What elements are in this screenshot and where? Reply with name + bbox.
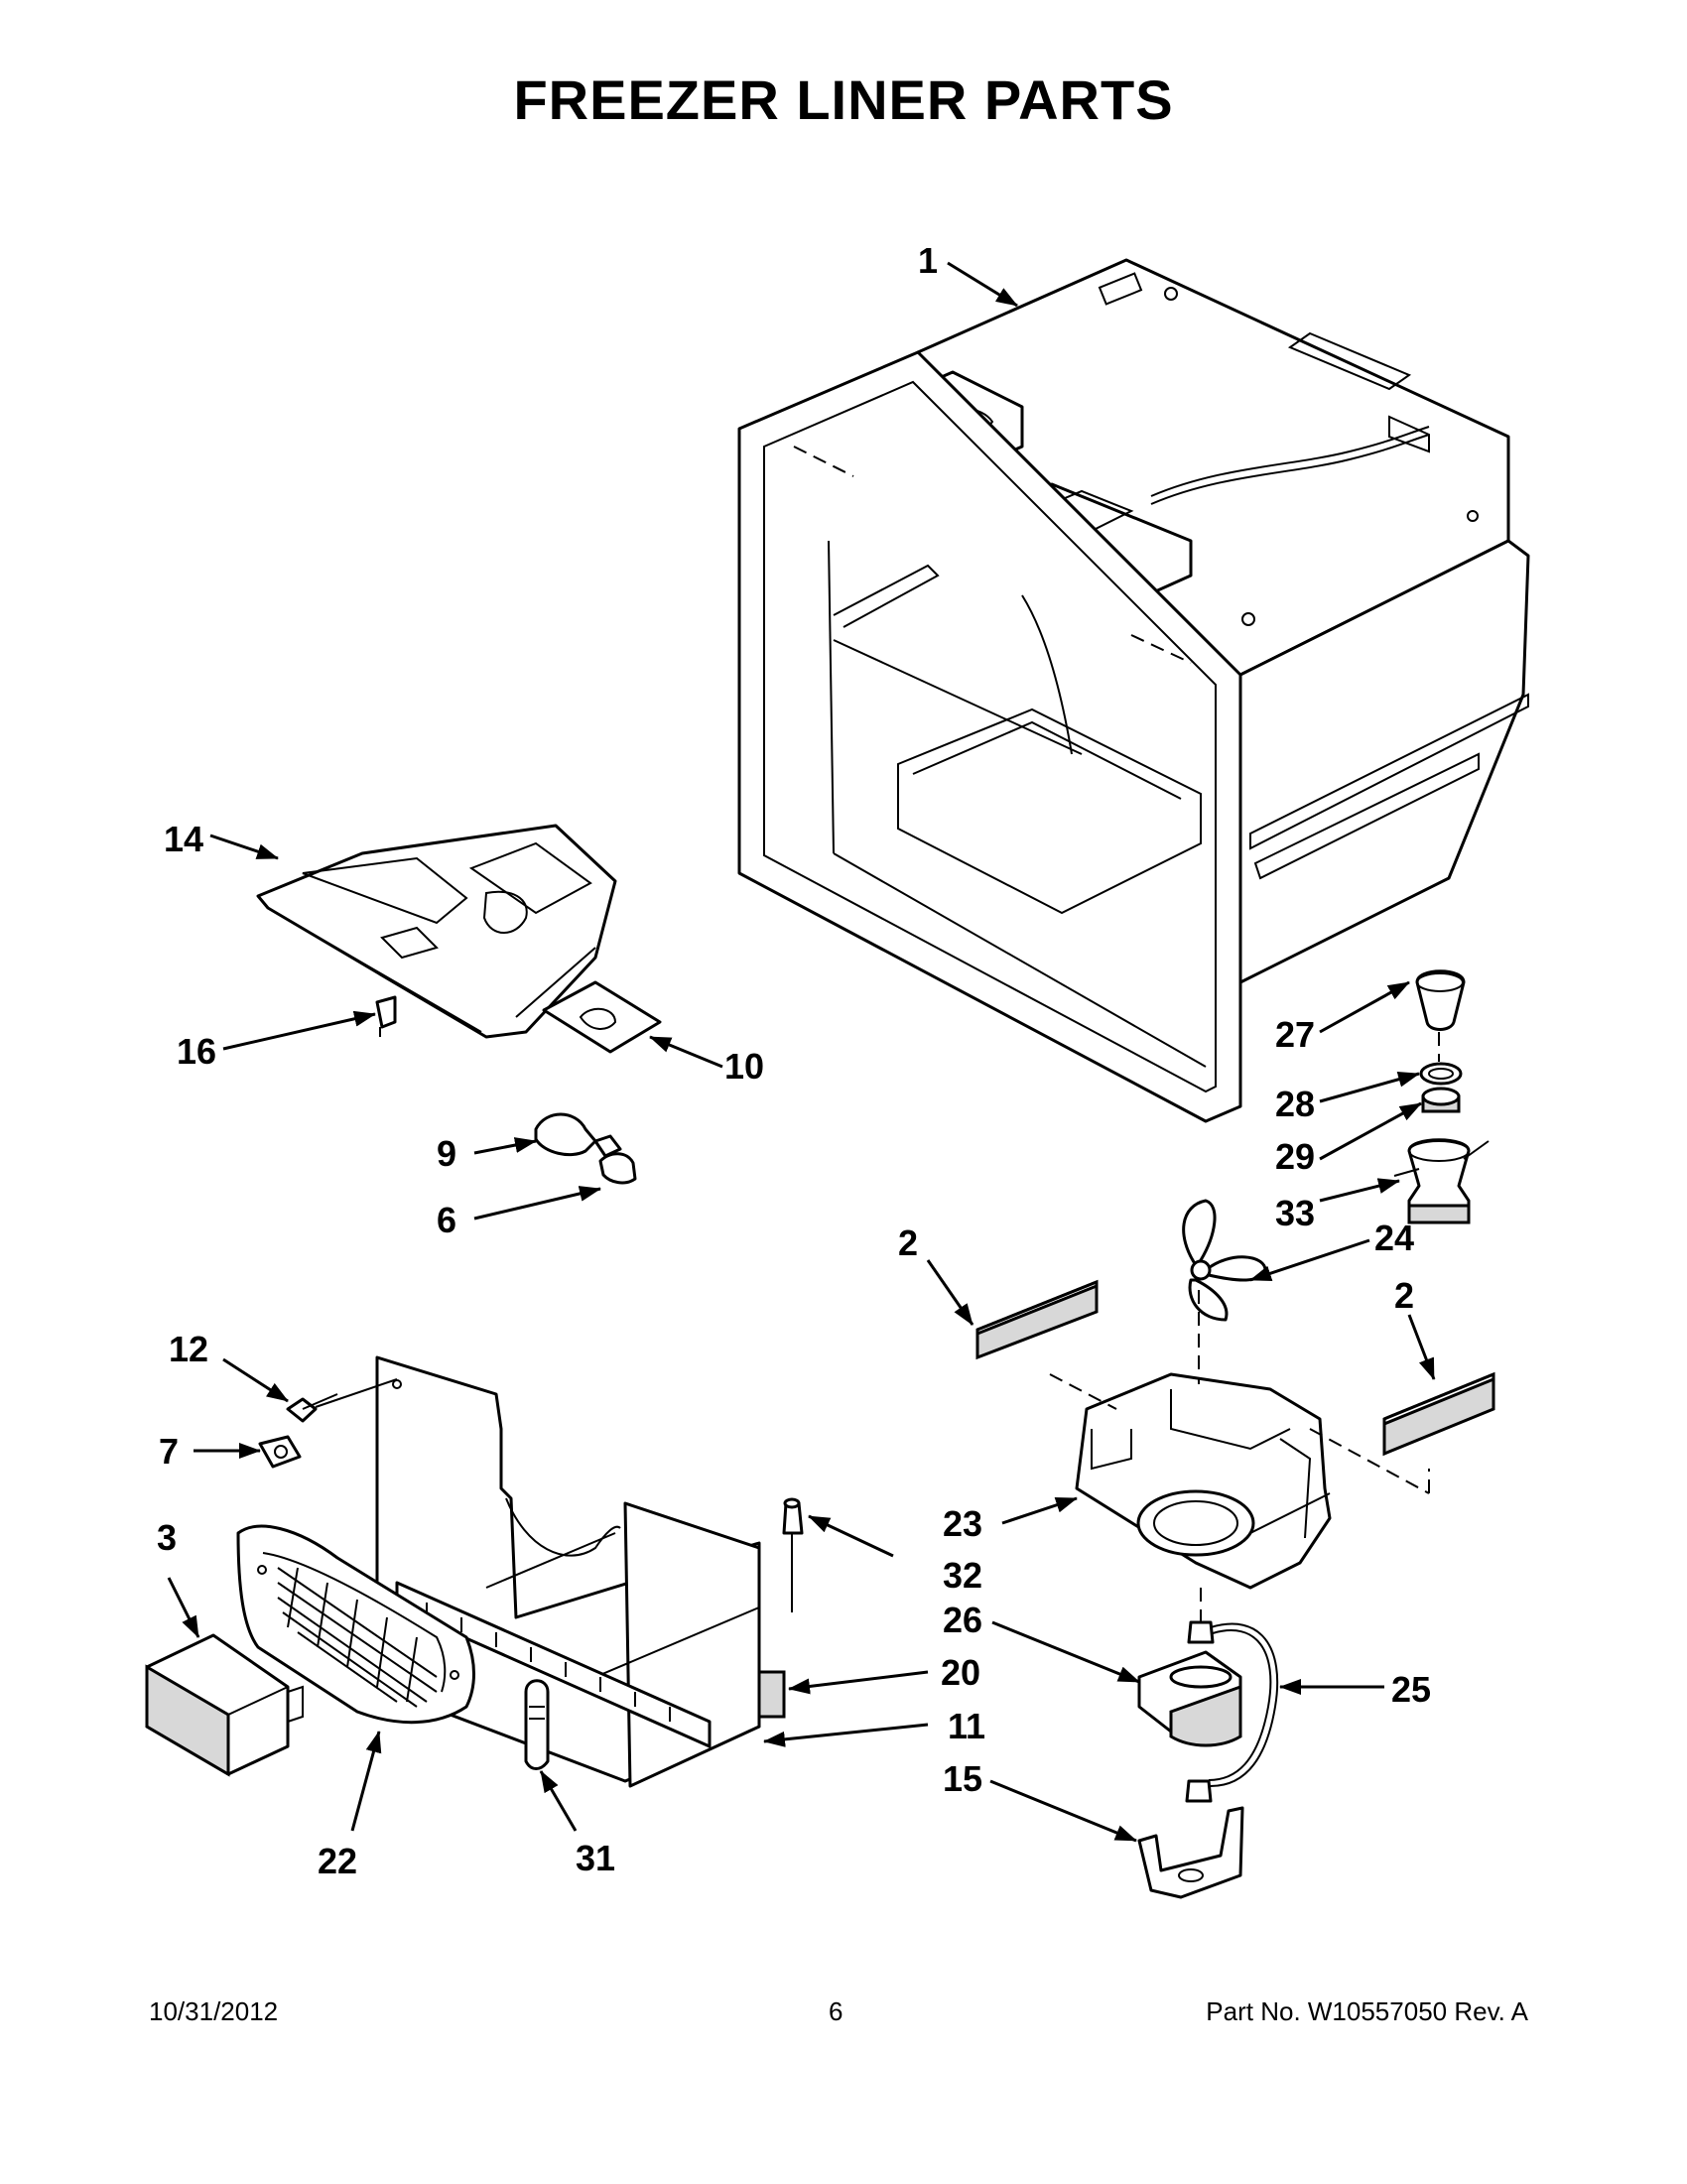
leader-15 [989,1779,1137,1843]
foam-block-left [975,1279,1099,1360]
grille-pattern [277,1567,438,1708]
leader-28 [1319,1071,1420,1103]
leader-24 [1249,1238,1370,1282]
leader-22 [350,1731,382,1832]
clip-part [375,995,397,1037]
footer-page-number: 6 [829,1996,844,2026]
callout-31: 31 [576,1838,615,1878]
callout-22: 22 [318,1841,357,1881]
leader-11 [763,1723,929,1747]
leader-2b [1407,1314,1436,1380]
footer-part-number: Part No. W10557050 Rev. A [1206,1996,1528,2026]
leader-9 [473,1137,537,1155]
grille-cover [236,1524,475,1725]
callout-28: 28 [1275,1084,1315,1124]
callout-14: 14 [164,819,203,859]
foam-block-right [1382,1371,1495,1457]
leader-14 [209,834,279,860]
callout-10: 10 [724,1046,764,1087]
leader-26 [991,1620,1140,1684]
callout-9: 9 [437,1133,456,1174]
motor-bracket [1137,1806,1244,1899]
fan-motor [1137,1620,1279,1803]
leader-32 [808,1514,894,1558]
callout-23: 23 [943,1503,982,1544]
callout-26: 26 [943,1600,982,1640]
leader-33 [1319,1178,1400,1203]
callout-12: 12 [169,1329,208,1369]
leader-20 [788,1670,929,1695]
page-title: FREEZER LINER PARTS [513,68,1174,131]
footer-date: 10/31/2012 [149,1996,279,2026]
alignment-lines [1049,1032,1440,1627]
callout-20: 20 [941,1652,980,1693]
leader-1 [947,261,1018,308]
fan-shroud [1075,1372,1332,1590]
leader-27 [1319,980,1410,1034]
callout-33: 33 [1275,1193,1315,1233]
callout-2-right: 2 [1394,1275,1414,1316]
callout-6: 6 [437,1200,456,1240]
fan-motor-mount-stack [1393,969,1490,1224]
callout-numbers: 1 14 16 10 9 6 27 28 29 33 2 24 2 12 7 3… [157,240,1431,1881]
leader-lines [167,261,1436,1843]
leader-23 [1001,1496,1078,1525]
callout-29: 29 [1275,1136,1315,1177]
callout-16: 16 [177,1031,216,1072]
callout-11: 11 [948,1706,985,1746]
leader-29 [1319,1101,1422,1161]
callout-15: 15 [943,1758,982,1799]
callout-24: 24 [1374,1218,1414,1258]
callout-25: 25 [1391,1669,1431,1710]
light-housing [524,1679,550,1770]
leader-3 [167,1577,200,1638]
fan-blade [1182,1199,1267,1322]
leader-2a [926,1259,974,1326]
callout-7: 7 [159,1431,179,1472]
thermistor [782,1497,804,1612]
callout-1: 1 [918,240,938,281]
end-cap [145,1633,304,1777]
leader-12 [222,1357,289,1403]
light-bulb-and-socket [534,1112,637,1185]
screw [286,1378,398,1423]
mounting-bracket [258,1435,302,1469]
callout-27: 27 [1275,1014,1315,1055]
callout-3: 3 [157,1517,177,1558]
foil-tape [542,980,662,1054]
leader-31 [539,1770,578,1832]
filler-bar [757,1670,786,1719]
callout-32: 32 [943,1555,982,1596]
leader-16 [222,1010,376,1051]
upper-air-cover [256,824,617,1039]
callout-2-left: 2 [898,1222,918,1263]
leader-10 [649,1035,723,1069]
leader-6 [473,1186,601,1220]
freezer-liner [737,258,1530,1123]
